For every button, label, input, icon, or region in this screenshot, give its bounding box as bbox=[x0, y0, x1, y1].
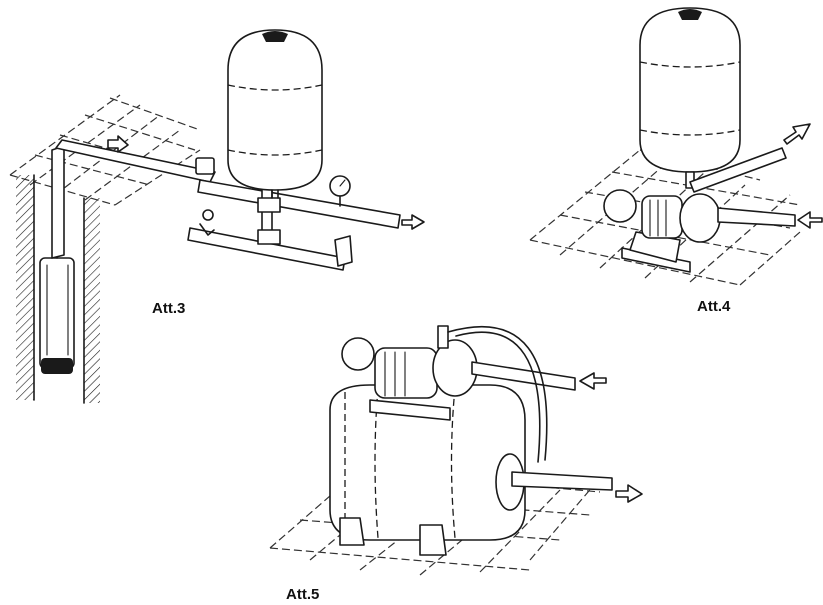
att4-label: Att.4 bbox=[697, 298, 731, 315]
att4-pressure-tank bbox=[639, 7, 741, 189]
att4-surface-pump bbox=[603, 147, 796, 273]
att3-pressure-tank bbox=[227, 29, 323, 199]
att5-illustration bbox=[269, 325, 643, 576]
att5-label: Att.5 bbox=[286, 586, 320, 603]
att3-label: Att.3 bbox=[152, 300, 186, 317]
att3-flow-arrows bbox=[107, 135, 425, 230]
att5-horizontal-tank bbox=[329, 384, 613, 556]
att5-surface-pump bbox=[341, 325, 576, 463]
att5-flow-arrows bbox=[579, 372, 643, 503]
att3-illustration bbox=[9, 29, 425, 404]
well-shaft bbox=[16, 174, 100, 404]
att4-illustration bbox=[529, 7, 823, 286]
att3-pipework bbox=[51, 139, 401, 271]
att4-flow-arrows bbox=[783, 123, 823, 229]
